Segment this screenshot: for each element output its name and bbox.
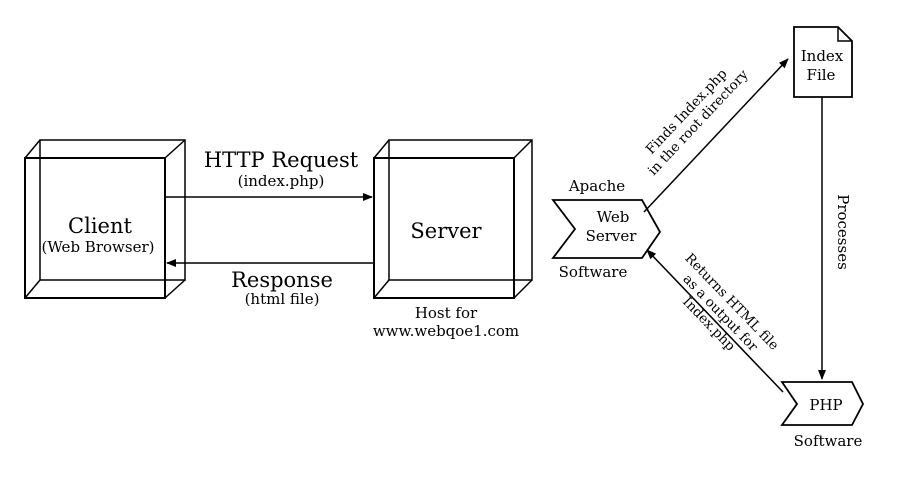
web-server-bottom-label: Software — [559, 263, 628, 281]
index-file-corner-fold — [837, 27, 852, 42]
finds-arrow — [643, 58, 789, 213]
php-bottom-label: Software — [794, 432, 863, 450]
http-request-label: HTTP Request — [204, 148, 359, 172]
index-file-line2: File — [807, 66, 836, 84]
php-label: PHP — [809, 396, 842, 414]
server-title: Server — [410, 219, 482, 243]
web-server-line1: Web — [597, 208, 630, 226]
server-box — [373, 139, 533, 299]
web-server-line2: Server — [586, 227, 638, 245]
http-request-sublabel: (index.php) — [238, 172, 325, 190]
finds-label-line2: in the root directory — [645, 67, 752, 179]
index-file-line1: Index — [801, 47, 844, 65]
returns-arrow — [646, 249, 784, 393]
client-title: Client — [68, 214, 132, 238]
php-chevron — [780, 381, 865, 426]
response-sublabel: (html file) — [245, 290, 320, 308]
web-server-chevron — [551, 199, 662, 259]
index-file-document — [793, 26, 853, 98]
client-subtitle: (Web Browser) — [42, 238, 155, 256]
processes-label: Processes — [834, 194, 852, 270]
web-server-top-label: Apache — [568, 177, 625, 195]
server-host-caption: Host for — [415, 304, 478, 322]
server-host-domain: www.webqoe1.com — [373, 322, 519, 340]
response-label: Response — [231, 268, 333, 292]
client-box — [24, 139, 186, 299]
